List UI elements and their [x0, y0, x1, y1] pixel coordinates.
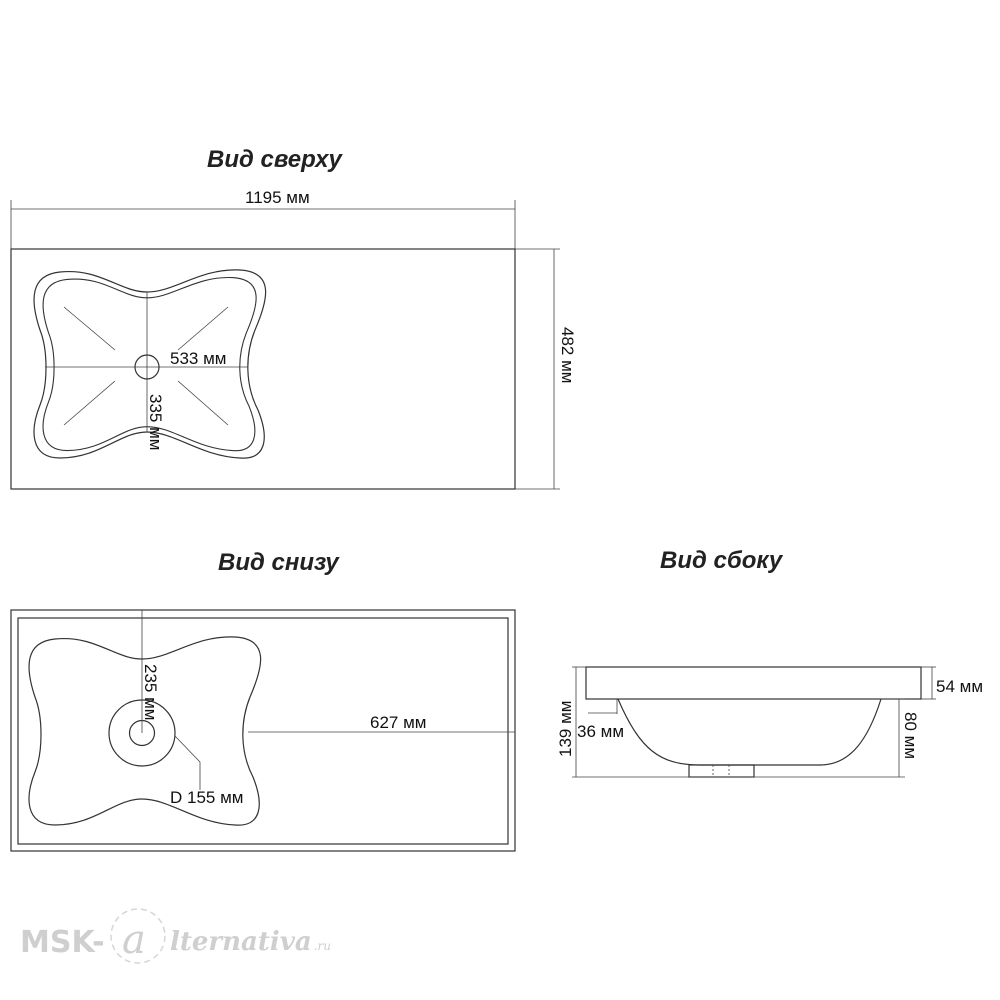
basin-width-label: 533 мм: [170, 349, 226, 368]
slope-line: [63, 306, 116, 351]
total-height-label: 139 мм: [556, 701, 575, 757]
drain-offset-label: 235 мм: [141, 664, 160, 720]
countertop-slab: [585, 666, 922, 700]
side-view-title: Вид сбоку: [660, 547, 784, 574]
watermark-suffix: lternativa: [170, 927, 312, 957]
edge-offset-label: 36 мм: [577, 722, 624, 741]
countertop-inner-outline: [17, 617, 509, 845]
watermark-wordmark: lternativa.ru: [170, 927, 331, 957]
top-view-title: Вид сверху: [207, 146, 344, 173]
drain-diameter-label: D 155 мм: [170, 788, 243, 807]
drain-hole: [134, 354, 160, 380]
slab-thickness-label: 54 мм: [936, 677, 983, 696]
countertop-outer-outline: [10, 609, 516, 852]
depth-label: 482 мм: [558, 327, 577, 383]
slope-line: [177, 306, 229, 351]
side-view: Вид сбоку 139 мм 36 мм 80 мм 54 мм: [556, 547, 983, 778]
watermark-circle-icon: [110, 908, 166, 964]
bottom-view: Вид снизу 235 мм D 155 мм 627 мм: [10, 549, 516, 852]
drain-outlet: [688, 764, 755, 778]
bottom-view-title: Вид снизу: [218, 549, 340, 576]
basin-depth-label: 335 мм: [146, 394, 165, 450]
bowl-profile: [617, 698, 882, 766]
right-offset-label: 627 мм: [370, 713, 426, 732]
watermark-prefix: MSK-: [20, 925, 105, 960]
countertop-outline: [10, 248, 516, 490]
watermark-at-icon: a: [122, 917, 146, 963]
watermark-logo: MSK- a lternativa.ru: [20, 908, 331, 964]
width-label: 1195 мм: [245, 188, 310, 207]
watermark-tld: .ru: [314, 939, 331, 953]
bowl-depth-label: 80 мм: [901, 712, 920, 759]
top-view: Вид сверху 1195 мм 482 мм 533 мм 335 мм: [10, 146, 577, 490]
slope-line: [63, 380, 116, 426]
diameter-leader-line: [174, 735, 201, 790]
slope-line: [177, 380, 229, 426]
